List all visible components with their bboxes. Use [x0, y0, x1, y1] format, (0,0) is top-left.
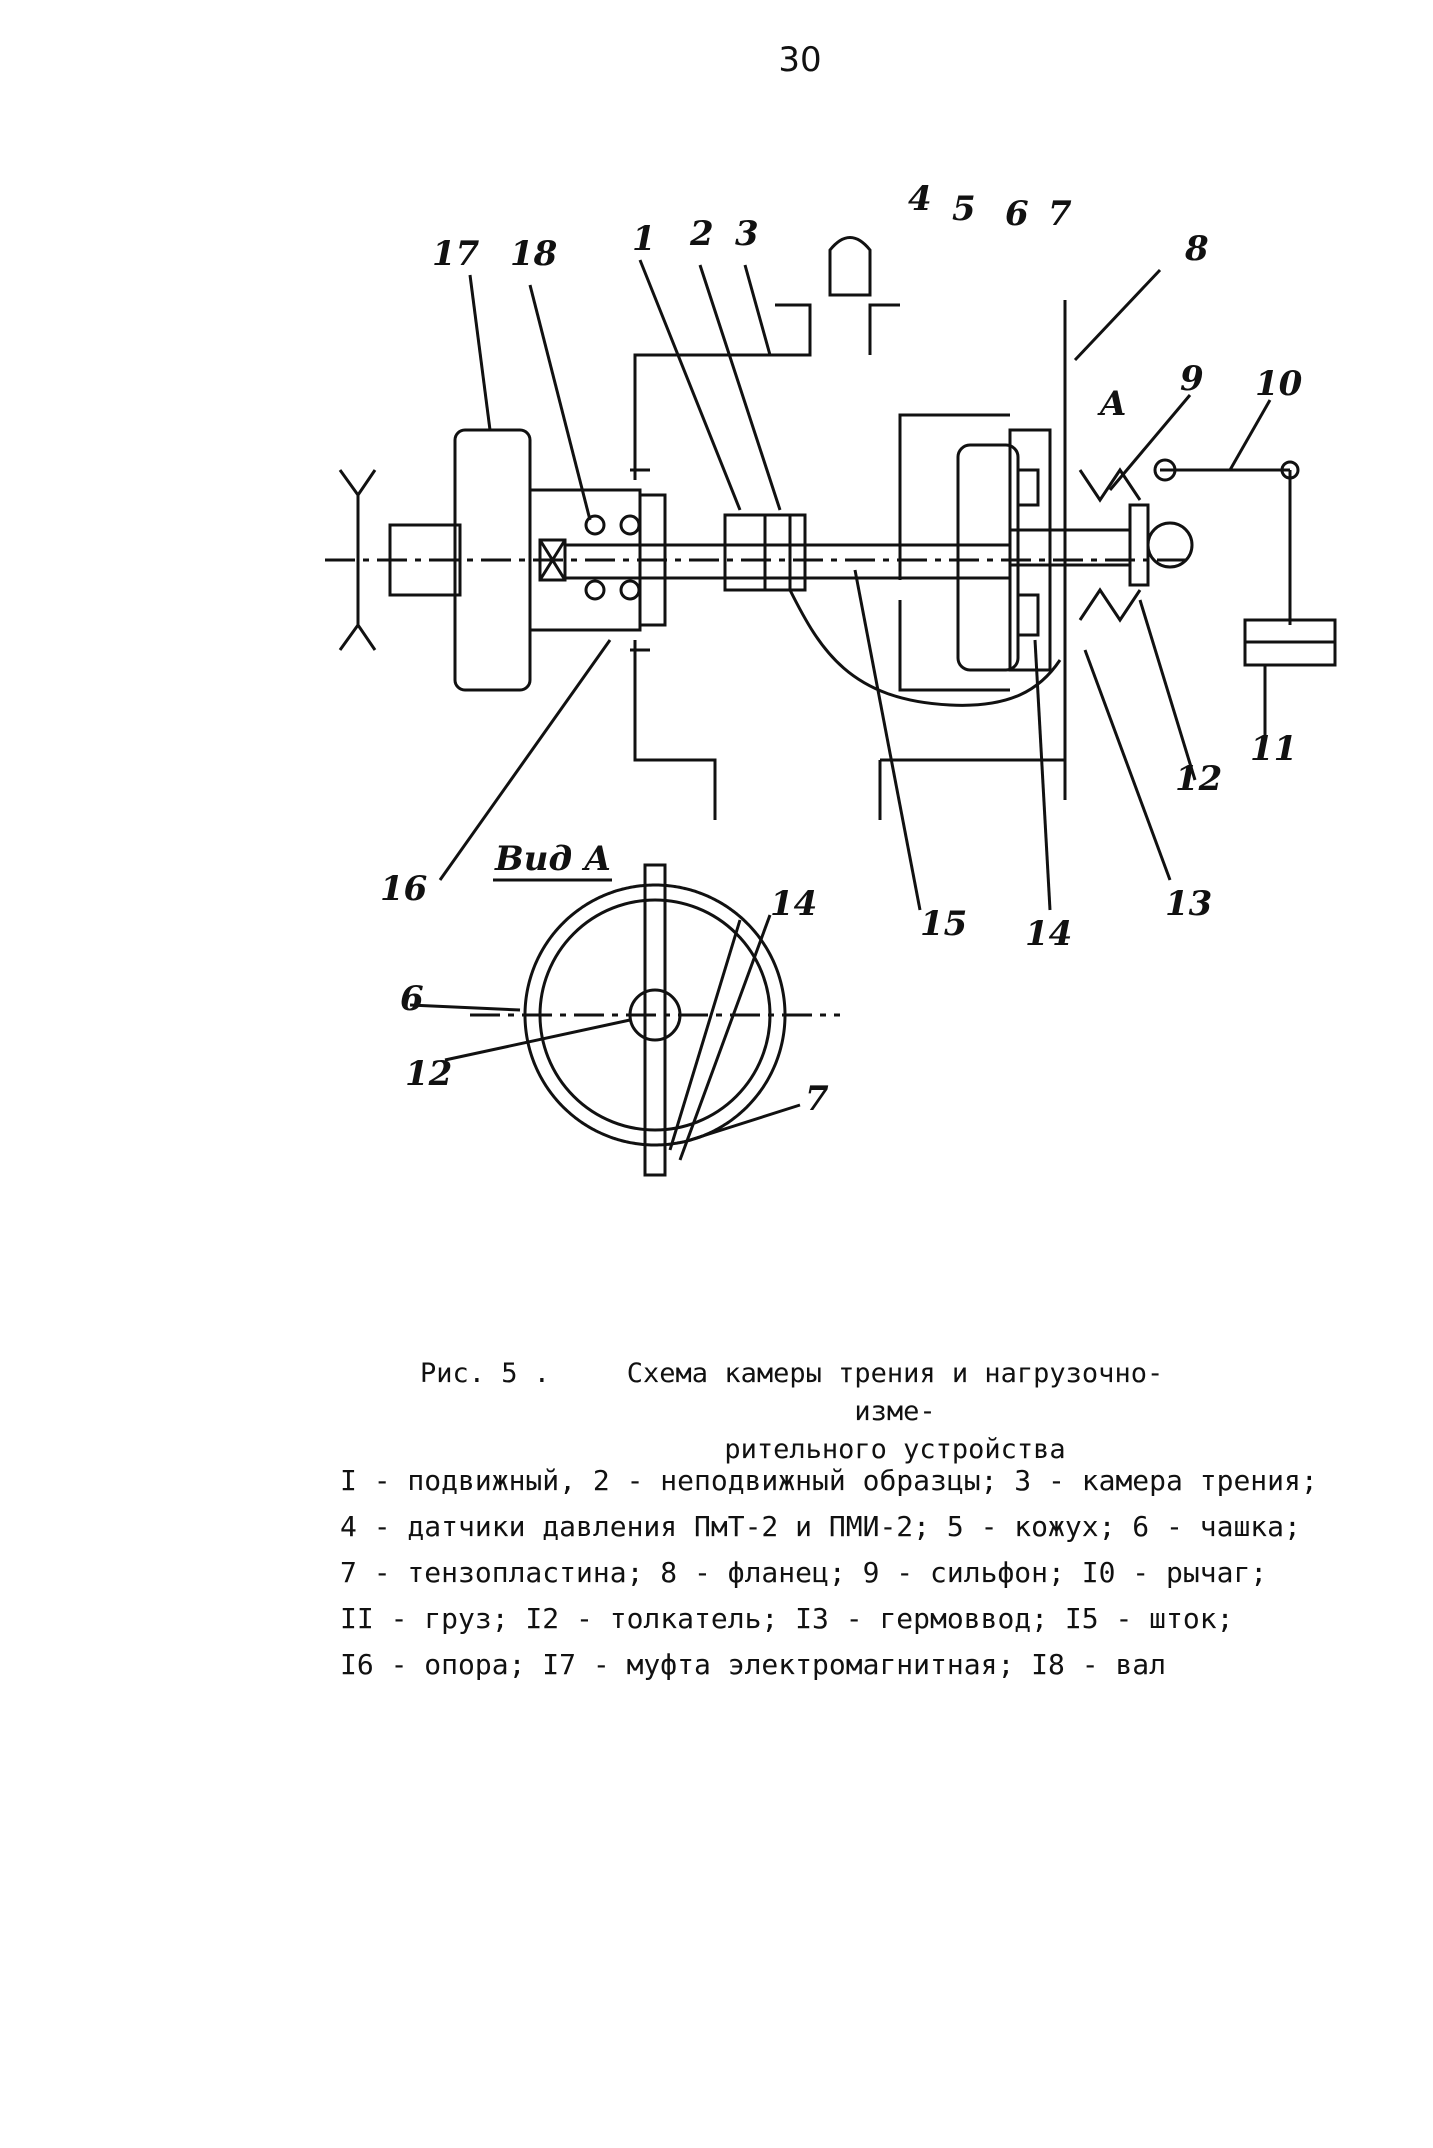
page-number: 30 [778, 40, 822, 80]
label-6: 6 [1005, 194, 1029, 234]
legend-line: 4 - датчики давления ПмТ-2 и ПМИ-2; 5 - … [340, 1510, 1301, 1543]
legend: I - подвижный, 2 - неподвижный образцы; … [340, 1458, 1400, 1688]
label-14: 14 [1025, 914, 1072, 954]
label-1: 1 [632, 219, 656, 259]
label-4: 4 [908, 179, 932, 219]
view-label-7: 7 [805, 1079, 829, 1119]
label-15: 15 [920, 904, 967, 944]
label-17: 17 [432, 234, 480, 274]
label-3: 3 [735, 214, 759, 254]
label-18: 18 [510, 234, 557, 274]
label-5: 5 [952, 189, 976, 229]
view-a-title: Вид А [494, 839, 612, 879]
caption-title-line2: рительного устройства [724, 1434, 1066, 1465]
label-16: 16 [380, 869, 427, 909]
label-11: 11 [1250, 729, 1297, 769]
label-13: 13 [1165, 884, 1212, 924]
label-arrow-a: A [1097, 384, 1126, 424]
label-7: 7 [1048, 194, 1072, 234]
view-label-6: 6 [400, 979, 424, 1019]
caption-label: Рис. 5 . [420, 1358, 551, 1389]
label-8: 8 [1184, 229, 1209, 269]
legend-line: 7 - тензопластина; 8 - фланец; 9 - сильф… [340, 1556, 1268, 1589]
legend-line: II - груз; I2 - толкатель; I3 - гермовво… [340, 1602, 1234, 1635]
caption-title: Схема камеры трения и нагрузочно-изме- р… [615, 1355, 1175, 1469]
label-10: 10 [1255, 364, 1303, 404]
friction-chamber-diagram: 17 18 1 2 3 4 5 6 7 8 A 9 10 11 12 13 14… [325, 179, 1337, 1177]
label-2: 2 [689, 214, 714, 254]
label-9: 9 [1180, 359, 1204, 399]
caption-title-line1: Схема камеры трения и нагрузочно-изме- [626, 1358, 1164, 1427]
legend-line: I - подвижный, 2 - неподвижный образцы; … [340, 1464, 1318, 1497]
legend-line: I6 - опора; I7 - муфта электромагнитная;… [340, 1648, 1167, 1681]
label-12: 12 [1175, 759, 1222, 799]
view-label-14: 14 [770, 884, 817, 924]
view-label-12: 12 [405, 1054, 452, 1094]
